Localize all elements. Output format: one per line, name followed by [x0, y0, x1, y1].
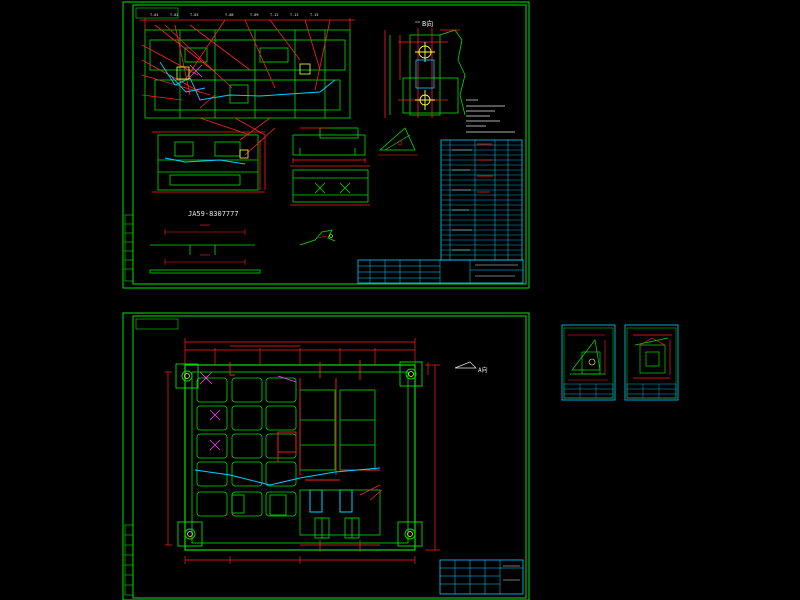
lower-frame-plan-view	[175, 360, 423, 552]
upper-drawing-sheet[interactable]: T-01 T-02 T-03 T-08 T-09 T-12 T-13 T-15	[122, 1, 530, 289]
upper-view-b-label: B向	[422, 19, 433, 28]
svg-text:T-08: T-08	[225, 13, 233, 17]
upper-sheet-outer-border	[122, 1, 530, 289]
lower-sheet-inner-border	[132, 315, 527, 599]
svg-text:T-12: T-12	[270, 13, 278, 17]
svg-text:T-09: T-09	[250, 13, 258, 17]
upper-sheet-inner-border	[132, 4, 527, 285]
small-detail-sheet-1[interactable]	[561, 324, 616, 401]
lower-drawing-sheet[interactable]: A向	[122, 312, 530, 600]
small-detail-sheet-2[interactable]	[624, 324, 679, 401]
lower-sheet-code-box	[135, 318, 179, 330]
upper-main-front-view: T-01 T-02 T-03 T-08 T-09 T-12 T-13 T-15	[140, 13, 355, 136]
upper-part-elevations	[290, 127, 370, 206]
svg-text:T-02: T-02	[170, 13, 178, 17]
svg-text:T-13: T-13	[290, 13, 298, 17]
upper-part-code: JA59-8307777	[188, 210, 239, 218]
upper-view-b-detail: B向	[384, 19, 466, 118]
svg-text:T-03: T-03	[190, 13, 198, 17]
upper-left-revision-strip	[124, 214, 134, 282]
lower-top-dimensions	[184, 338, 416, 375]
lower-left-revision-strip	[124, 524, 134, 596]
svg-text:T-01: T-01	[150, 13, 158, 17]
lower-view-a-label: A向	[478, 366, 488, 374]
upper-code-and-dim-sketch: JA59-8307777	[149, 210, 261, 274]
upper-loose-sketch	[299, 229, 336, 246]
upper-title-block	[357, 259, 524, 284]
lower-title-block	[439, 559, 524, 595]
lower-left-bottom-dimensions	[165, 371, 416, 564]
lower-view-a-callout: A向	[454, 361, 488, 374]
upper-angle-bracket	[378, 127, 418, 156]
upper-technical-notes	[466, 99, 515, 133]
svg-text:T-15: T-15	[310, 13, 318, 17]
lower-sheet-outer-border	[122, 312, 530, 600]
lower-right-dimensions	[425, 362, 440, 551]
upper-sheet-code-box	[135, 7, 179, 19]
upper-section-view	[152, 117, 276, 193]
upper-parts-list-table	[440, 139, 523, 261]
